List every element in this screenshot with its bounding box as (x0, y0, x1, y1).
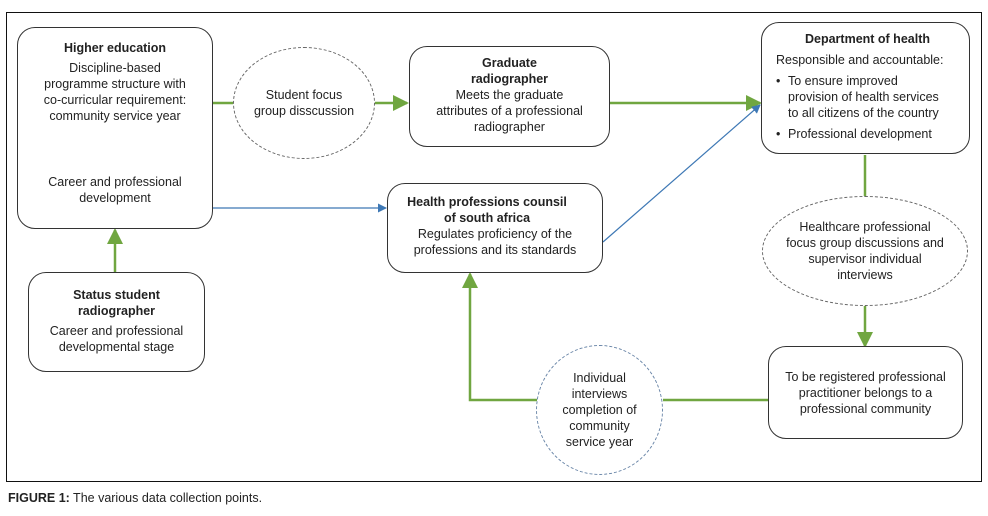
node-registered-practitioner: To be registered professional practition… (768, 346, 963, 439)
node-text: co-curricular requirement: (43, 93, 187, 107)
figure-frame (6, 12, 982, 482)
node-graduate-radiographer: Graduate radiographer Meets the graduate… (409, 46, 610, 147)
node-text: professions and its standards (413, 243, 577, 257)
node-title: radiographer (77, 304, 156, 318)
bullet-item: • To ensure improved provision of health… (776, 73, 959, 121)
node-subtext: development (79, 191, 151, 205)
node-individual-interviews: Individual interviews completion of comm… (536, 345, 663, 475)
node-text: community (569, 419, 630, 433)
node-text: radiographer (474, 120, 545, 134)
bullet-icon: • (776, 74, 781, 88)
node-text: Healthcare professional (799, 220, 931, 234)
node-status-student-radiographer: Status student radiographer Career and p… (28, 272, 205, 372)
node-hpcsa: Health professions counsil of south afri… (387, 183, 603, 273)
node-title: Status student (73, 288, 160, 302)
node-text: interviews (837, 268, 893, 282)
node-text: Meets the graduate (455, 88, 564, 102)
node-text: Individual (573, 371, 626, 385)
node-department-of-health: Department of health Responsible and acc… (761, 22, 970, 154)
caption-label: FIGURE 1: (8, 491, 70, 505)
node-text: Career and professional (49, 324, 184, 338)
node-text: to all citizens of the country (788, 106, 939, 120)
node-text: interviews (571, 387, 628, 401)
node-title: radiographer (470, 72, 549, 86)
edge-individual-interviews-to-hpcsa (462, 272, 537, 402)
node-student-focus-group: Student focus group disscussion (233, 47, 375, 159)
node-text: community service year (49, 109, 181, 123)
node-title: of south africa (443, 211, 531, 225)
node-title: Department of health (804, 32, 930, 46)
node-text: programme structure with (44, 77, 186, 91)
node-text: Regulates proficiency of the (417, 227, 573, 241)
bullet-item: • Professional development (776, 126, 959, 142)
node-text: provision of health services (788, 90, 939, 104)
node-intro: Responsible and accountable: (776, 53, 944, 67)
bullet-icon: • (776, 127, 781, 141)
node-text: developmental stage (58, 340, 175, 354)
node-healthcare-focus-group: Healthcare professional focus group disc… (762, 196, 968, 306)
node-text: completion of (562, 403, 637, 417)
node-text: To be registered professional (785, 370, 946, 384)
node-text: supervisor individual (808, 252, 922, 266)
figure-caption: FIGURE 1: The various data collection po… (8, 491, 262, 505)
node-title: Higher education (63, 41, 167, 55)
edge-hpcsa-to-dept-health (602, 104, 761, 243)
node-text: To ensure improved (788, 74, 898, 88)
node-text: practitioner belongs to a (798, 386, 933, 400)
node-higher-education: Higher education Discipline-based progra… (17, 27, 213, 229)
node-text: service year (565, 435, 634, 449)
node-title: Health professions counsil (407, 195, 567, 209)
node-text: attributes of a professional (436, 104, 583, 118)
caption-text: The various data collection points. (69, 491, 263, 505)
node-text: Student focus (265, 88, 343, 102)
node-text: Discipline-based (69, 61, 161, 75)
node-text: Professional development (788, 127, 932, 141)
node-subtext: Career and professional (48, 175, 182, 189)
node-text: professional community (799, 402, 932, 416)
node-text: focus group discussions and (786, 236, 944, 250)
node-text: group disscussion (253, 104, 355, 118)
node-title: Graduate (482, 56, 537, 70)
